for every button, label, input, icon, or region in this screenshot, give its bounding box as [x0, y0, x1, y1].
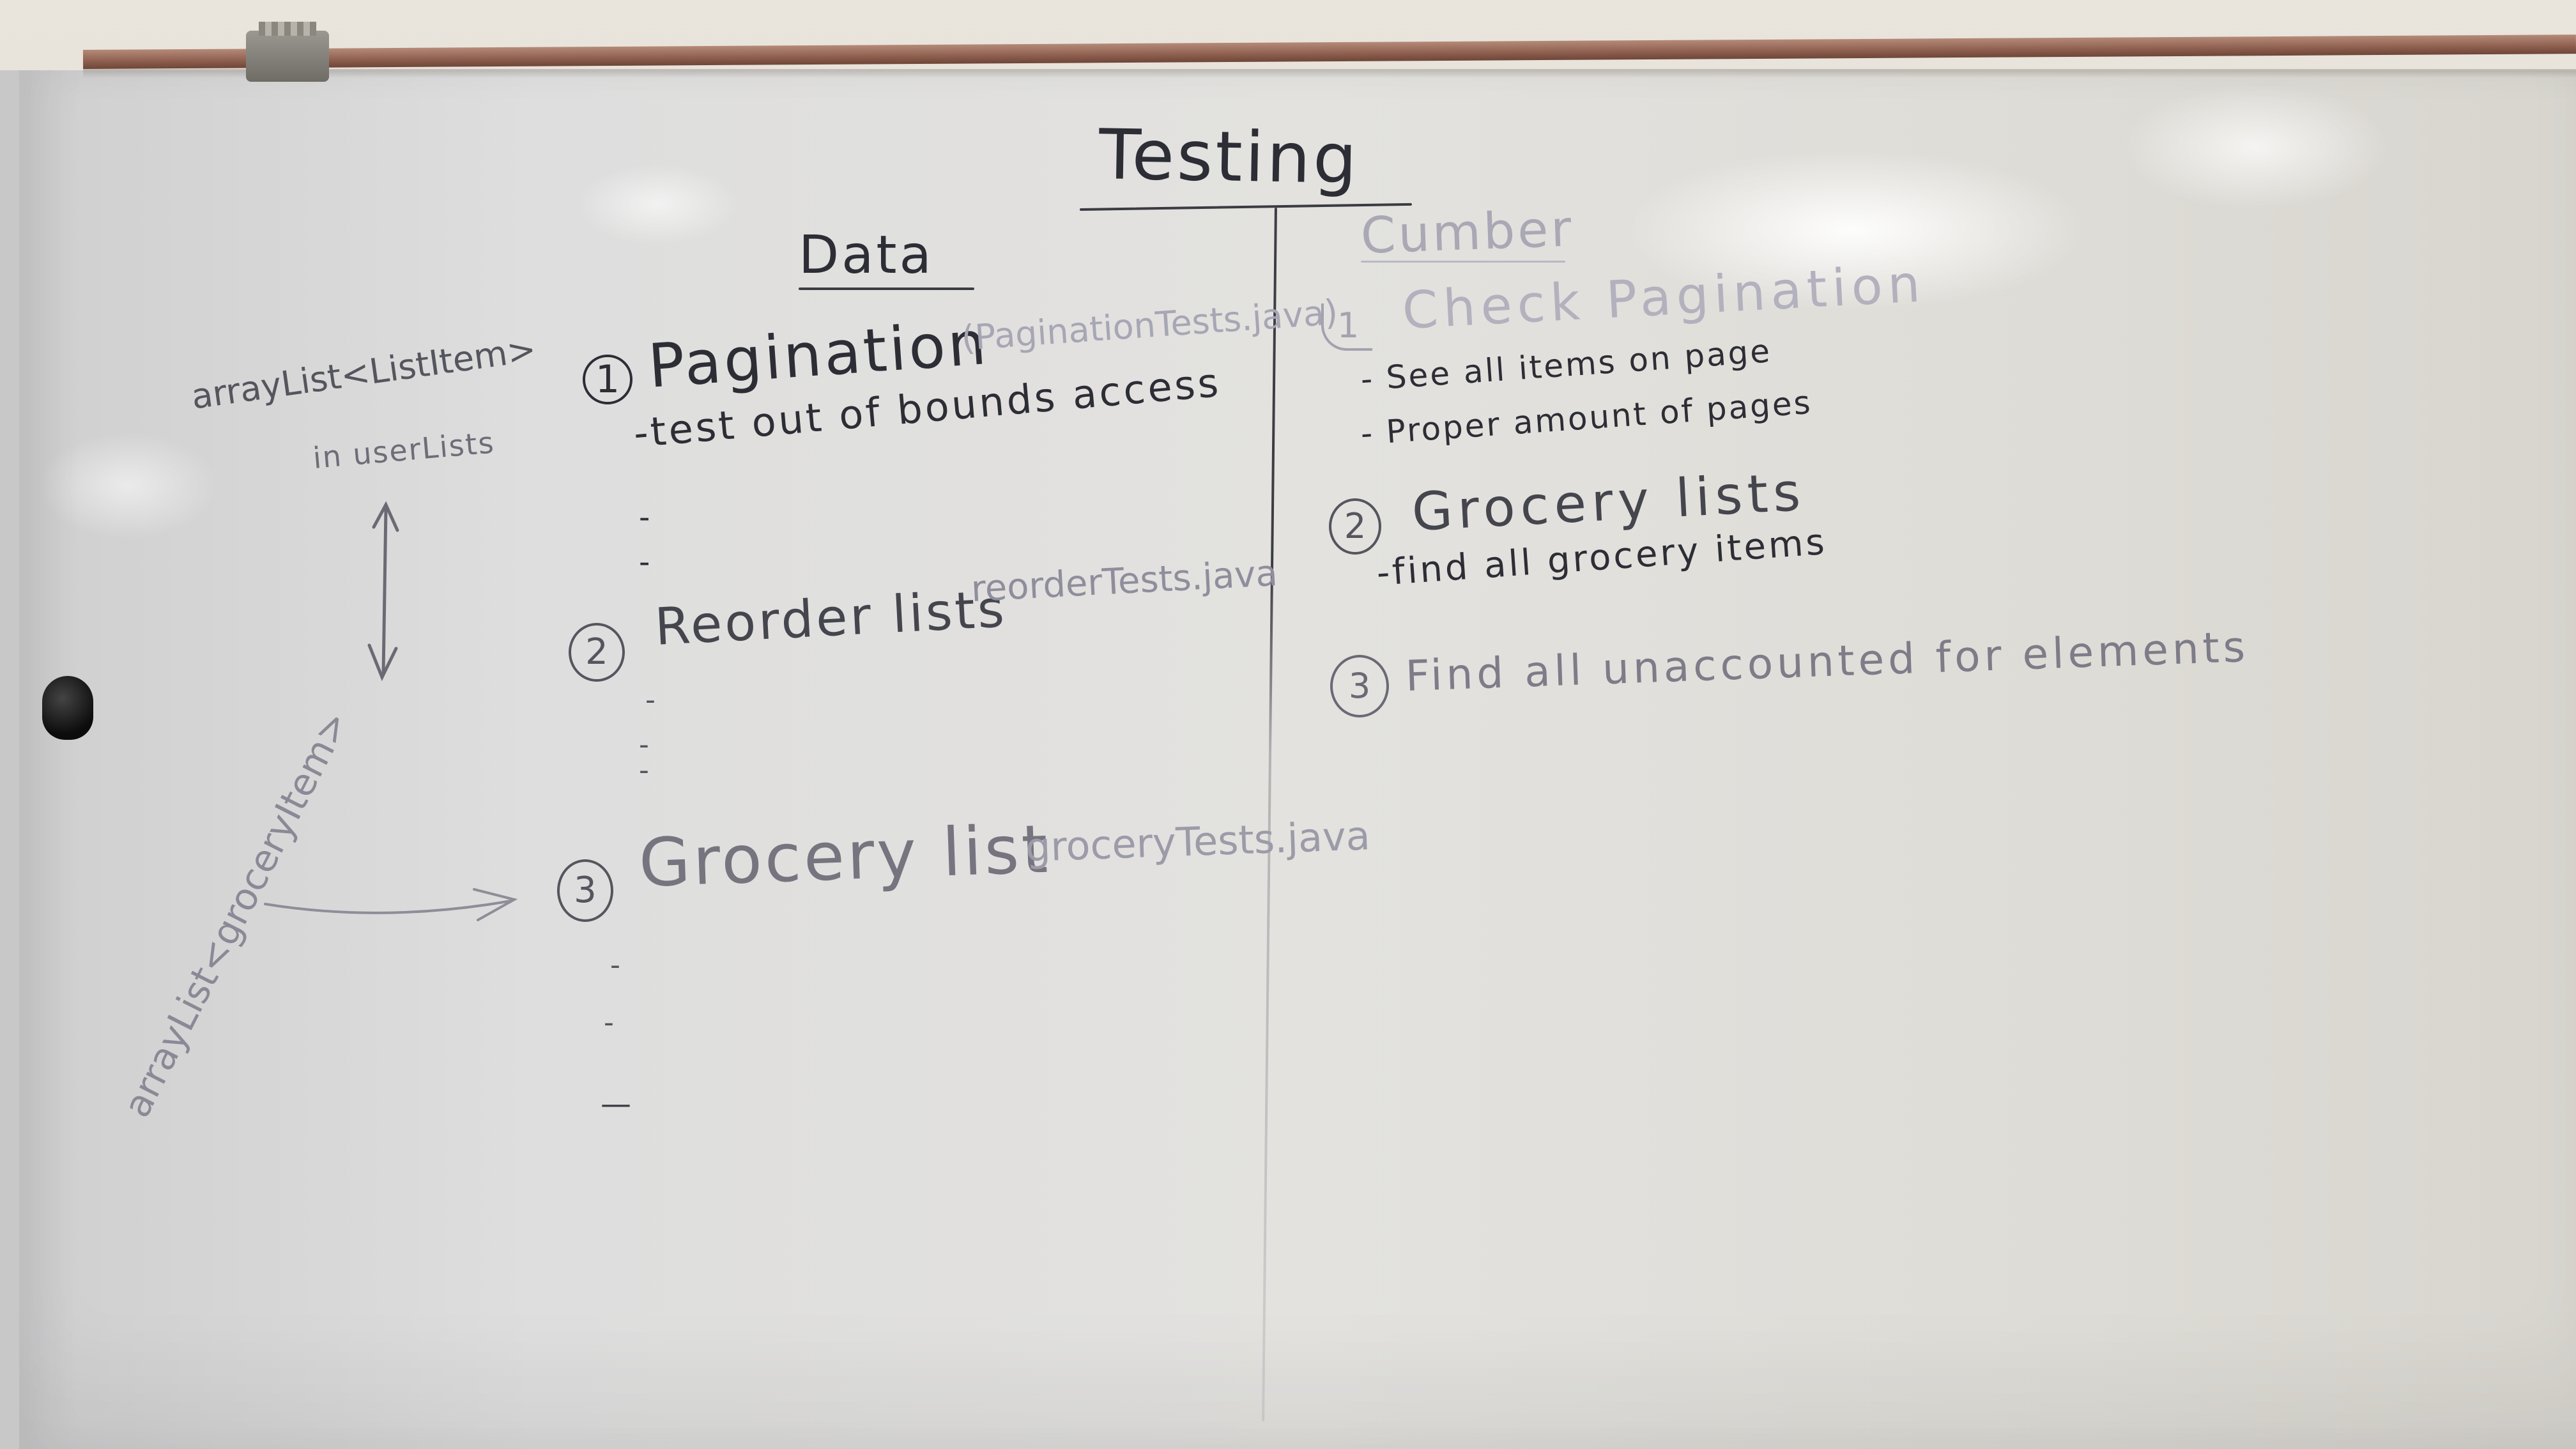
item-1-note-2: - — [639, 500, 653, 535]
item-3-note-1: - — [610, 949, 623, 981]
cumber-item-1-number: 1 — [1321, 303, 1372, 351]
double-arrow-icon — [367, 501, 399, 682]
item-2-number: 2 — [569, 623, 625, 682]
rail-shadow — [83, 69, 2576, 78]
item-2-note-1: - — [645, 684, 658, 716]
item-3-note-3: — — [601, 1086, 634, 1122]
cumber-heading: Cumber — [1360, 200, 1575, 265]
item-2-note-2: - — [639, 728, 652, 761]
item-1-number: 1 — [583, 355, 632, 404]
right-arrow-icon — [264, 888, 518, 921]
item-3-number: 3 — [557, 859, 613, 922]
data-heading-underline — [799, 288, 974, 290]
board-clip — [246, 22, 329, 82]
magnet — [42, 676, 93, 740]
item-1-note-3: - — [639, 544, 653, 580]
whiteboard — [0, 70, 2576, 1449]
item-3-note-2: - — [604, 1006, 617, 1039]
data-heading: Data — [799, 225, 934, 286]
cumber-heading-underline — [1361, 261, 1565, 263]
cumber-item-2-number: 2 — [1329, 498, 1381, 555]
cumber-item-3-number: 3 — [1330, 655, 1389, 717]
item-2-note-3: - — [639, 754, 652, 786]
